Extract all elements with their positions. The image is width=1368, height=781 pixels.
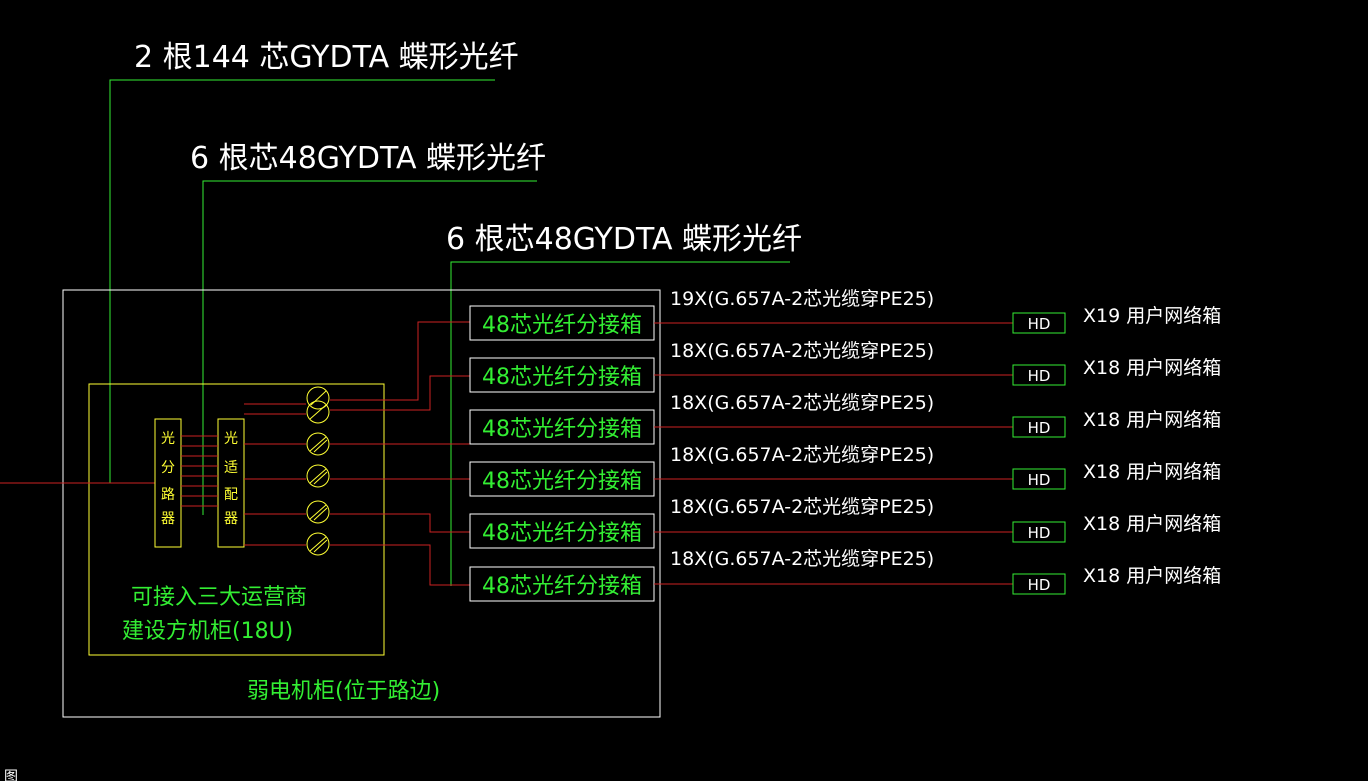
adapter-output-lines bbox=[244, 403, 306, 546]
connector-symbol-2 bbox=[306, 432, 330, 456]
adapter-char-4: 器 bbox=[224, 511, 238, 527]
hd-box bbox=[1012, 573, 1066, 595]
connector-symbol-3 bbox=[306, 464, 330, 488]
cable-label-3: 6 根芯48GYDTA 蝶形光纤 bbox=[446, 222, 802, 257]
cable-leader-2 bbox=[202, 180, 537, 515]
inner-cabinet bbox=[88, 383, 385, 656]
hd-box bbox=[1012, 416, 1066, 438]
splitter-adapter-links bbox=[181, 435, 218, 507]
connector-symbols bbox=[306, 386, 330, 556]
output-cable-label: 18X(G.657A-2芯光缆穿PE25) bbox=[670, 496, 934, 518]
distribution-box-label: 48芯光纤分接箱 bbox=[482, 365, 642, 390]
destination-label: X19 用户网络箱 bbox=[1083, 305, 1221, 327]
connector-symbol-5 bbox=[306, 532, 330, 556]
hd-label: HD bbox=[1028, 524, 1051, 542]
outer-cabinet-label: 弱电机柜(位于路边) bbox=[247, 679, 440, 704]
destination-label: X18 用户网络箱 bbox=[1083, 357, 1221, 379]
distribution-box-label: 48芯光纤分接箱 bbox=[482, 521, 642, 546]
hd-label: HD bbox=[1028, 367, 1051, 385]
destination-label: X18 用户网络箱 bbox=[1083, 461, 1221, 483]
distribution-box-1: 48芯光纤分接箱 19X(G.657A-2芯光缆穿PE25) HD X19 用户… bbox=[469, 288, 1221, 341]
cable-label-1: 2 根144 芯GYDTA 蝶形光纤 bbox=[134, 40, 519, 75]
adapter-char-1: 光 bbox=[224, 431, 238, 447]
destination-label: X18 用户网络箱 bbox=[1083, 513, 1221, 535]
box-feed-lines bbox=[330, 321, 470, 586]
destination-label: X18 用户网络箱 bbox=[1083, 565, 1221, 587]
corner-label: 图 bbox=[4, 769, 18, 781]
optical-adapter bbox=[217, 418, 245, 548]
output-cable-label: 18X(G.657A-2芯光缆穿PE25) bbox=[670, 548, 934, 570]
cable-leaders bbox=[109, 79, 790, 586]
hd-label: HD bbox=[1028, 315, 1051, 333]
cable-leader-3 bbox=[450, 261, 790, 586]
adapter-label: 光 适 配 器 bbox=[224, 431, 238, 527]
optical-splitter bbox=[154, 418, 182, 548]
splitter-char-3: 路 bbox=[161, 487, 175, 503]
hd-label: HD bbox=[1028, 419, 1051, 437]
splitter-char-1: 光 bbox=[161, 431, 175, 447]
hd-box bbox=[1012, 364, 1066, 386]
adapter-char-3: 配 bbox=[224, 487, 238, 503]
hd-label: HD bbox=[1028, 471, 1051, 489]
splitter-label: 光 分 路 器 bbox=[161, 431, 175, 527]
splitter-char-2: 分 bbox=[161, 460, 175, 476]
cable-leader-1 bbox=[109, 79, 495, 483]
distribution-box-2: 48芯光纤分接箱 18X(G.657A-2芯光缆穿PE25) HD X18 用户… bbox=[469, 340, 1221, 393]
hd-label: HD bbox=[1028, 576, 1051, 594]
cable-label-2: 6 根芯48GYDTA 蝶形光纤 bbox=[190, 141, 546, 176]
distribution-box-label: 48芯光纤分接箱 bbox=[482, 574, 642, 599]
output-cable-label: 18X(G.657A-2芯光缆穿PE25) bbox=[670, 392, 934, 414]
inner-cabinet-label-line2: 建设方机柜(18U) bbox=[122, 619, 293, 644]
adapter-char-2: 适 bbox=[224, 460, 238, 476]
distribution-box-label: 48芯光纤分接箱 bbox=[482, 313, 642, 338]
distribution-box-label: 48芯光纤分接箱 bbox=[482, 469, 642, 494]
inner-cabinet-label-line1: 可接入三大运营商 bbox=[131, 585, 307, 610]
output-cable-label: 18X(G.657A-2芯光缆穿PE25) bbox=[670, 444, 934, 466]
hd-box bbox=[1012, 521, 1066, 543]
distribution-box-label: 48芯光纤分接箱 bbox=[482, 417, 642, 442]
output-cable-label: 19X(G.657A-2芯光缆穿PE25) bbox=[670, 288, 934, 310]
distribution-box-3: 48芯光纤分接箱 18X(G.657A-2芯光缆穿PE25) HD X18 用户… bbox=[469, 392, 1221, 445]
distribution-box-5: 48芯光纤分接箱 18X(G.657A-2芯光缆穿PE25) HD X18 用户… bbox=[469, 496, 1221, 549]
hd-box bbox=[1012, 468, 1066, 490]
outer-cabinet bbox=[62, 289, 661, 718]
distribution-box-4: 48芯光纤分接箱 18X(G.657A-2芯光缆穿PE25) HD X18 用户… bbox=[469, 444, 1221, 497]
destination-label: X18 用户网络箱 bbox=[1083, 409, 1221, 431]
splitter-char-4: 器 bbox=[161, 511, 175, 527]
connector-symbol-4 bbox=[306, 500, 330, 524]
hd-box bbox=[1012, 312, 1066, 334]
connector-symbol-1 bbox=[306, 386, 330, 424]
distribution-box-6: 48芯光纤分接箱 18X(G.657A-2芯光缆穿PE25) HD X18 用户… bbox=[469, 548, 1221, 602]
output-cable-label: 18X(G.657A-2芯光缆穿PE25) bbox=[670, 340, 934, 362]
